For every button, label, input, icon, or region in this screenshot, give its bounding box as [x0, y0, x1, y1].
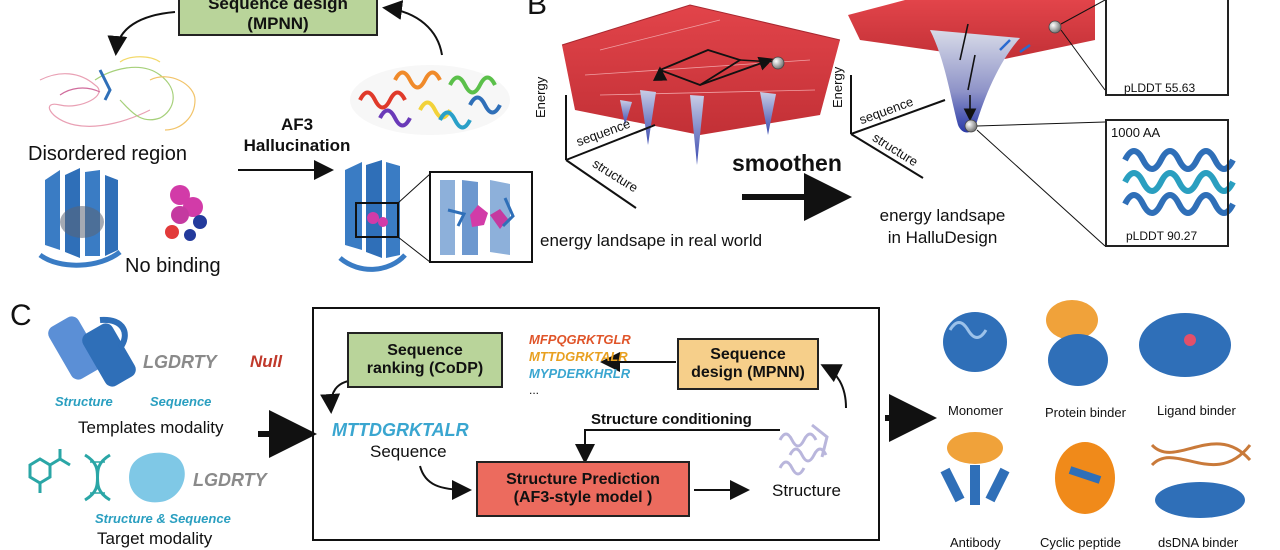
molecule-icon — [28, 449, 71, 493]
hallu-caption-line2: in HalluDesign — [887, 228, 998, 248]
prediction-line1: Structure Prediction — [506, 470, 660, 488]
conditioning-arrow — [575, 429, 780, 464]
monomer-image — [943, 312, 1007, 372]
templates-modality-label: Templates modality — [78, 418, 224, 437]
sequence-caption: Sequence — [150, 394, 212, 409]
sequence-design-box-a: Sequence design (MPNN) — [178, 0, 378, 36]
sequence-to-prediction-arrow — [419, 465, 472, 500]
candidate-sequence-2: MTTDGRKTALR — [529, 349, 628, 364]
structure-sequence-caption: Structure & Sequence — [95, 511, 231, 526]
real-world-caption: energy landsape in real world — [540, 231, 763, 250]
template-sequence: LGDRTY — [143, 352, 217, 372]
hallu-caption: energy landsape in HalluDesign — [860, 205, 1025, 249]
protein-binder-image — [1046, 300, 1108, 386]
no-binding-label: No binding — [125, 255, 221, 277]
design-c-line2: design (MPNN) — [691, 364, 805, 381]
panel-b-letter: B — [527, 0, 548, 21]
hallu-caption-line1: energy landsape — [879, 206, 1006, 225]
structure-to-design-arrow — [820, 364, 847, 409]
designed-protein-image — [350, 65, 510, 135]
selected-sequence: MTTDGRKTALR — [332, 420, 469, 440]
aa-count-label: 1000 AA — [1111, 125, 1161, 140]
structure-label: Structure — [772, 481, 841, 500]
ellipsis: ... — [529, 383, 540, 397]
target-modality-label: Target modality — [97, 529, 213, 548]
pipeline-frame — [312, 307, 880, 541]
cycle-arrow-left — [107, 11, 176, 56]
high-plddt-protein-image — [1122, 148, 1236, 216]
design-c-line1: Sequence — [710, 345, 786, 363]
cycle-arrow-right — [382, 0, 443, 56]
af3-line2: Hallucination — [243, 136, 351, 156]
plddt-high-label: pLDDT 90.27 — [1126, 229, 1198, 243]
template-structure-icon — [48, 316, 136, 387]
structure-caption: Structure — [55, 394, 113, 409]
landscape-axes-1 — [565, 95, 656, 209]
low-plddt-inset — [1105, 0, 1229, 96]
rugged-energy-landscape — [561, 4, 841, 165]
null-label: Null — [250, 352, 283, 371]
ligand-binder-image — [1139, 313, 1231, 377]
target-sequence: LGDRTY — [193, 470, 267, 490]
smooth-energy-landscape — [848, 0, 1106, 247]
output-protein-binder-label: Protein binder — [1045, 405, 1126, 420]
output-antibody-label: Antibody — [950, 535, 1001, 550]
output-dsdna-binder-label: dsDNA binder — [1158, 535, 1239, 550]
output-monomer-label: Monomer — [948, 403, 1003, 418]
sequence-design-box-c: Sequence design (MPNN) — [677, 338, 819, 390]
dna-icon — [84, 453, 111, 502]
candidate-sequence-1: MFPQGRKTGLR — [529, 332, 631, 347]
ligand-molecule-image — [165, 185, 207, 241]
protein-no-binding-image — [38, 168, 122, 268]
disordered-region-label: Disordered region — [28, 143, 187, 165]
protein-bound-image — [338, 160, 431, 272]
binding-site-zoom-image — [429, 171, 533, 263]
candidate-sequence-3: MYPDERKHRLR — [529, 366, 631, 381]
seq-design-a-line1: Sequence design — [208, 0, 348, 14]
af3-line1: AF3 — [280, 115, 314, 134]
disordered-protein-image — [39, 56, 196, 131]
sequence-ranking-box: Sequence ranking (CoDP) — [347, 332, 503, 388]
smoothen-label: smoothen — [732, 150, 842, 176]
predicted-structure-image — [778, 423, 829, 476]
dsdna-binder-image — [1150, 442, 1252, 518]
ranking-line2: ranking (CoDP) — [366, 360, 484, 377]
structure-prediction-box: Structure Prediction (AF3-style model ) — [476, 461, 690, 517]
cyclic-peptide-image — [1055, 442, 1115, 514]
output-ligand-binder-label: Ligand binder — [1157, 403, 1236, 418]
seq-design-a-line2: (MPNN) — [247, 14, 309, 33]
output-cyclic-peptide-label: Cyclic peptide — [1040, 535, 1121, 550]
energy-axis-label-2: Energy — [830, 66, 845, 108]
energy-axis-label-1: Energy — [533, 76, 548, 118]
structure-conditioning-label: Structure conditioning — [591, 411, 752, 428]
high-plddt-inset — [1105, 119, 1229, 247]
panel-c-letter: C — [10, 299, 32, 332]
sequence-label: Sequence — [370, 442, 447, 461]
af3-label: AF3 Hallucination — [242, 114, 352, 157]
antibody-image — [940, 432, 1010, 505]
plddt-low-label: pLDDT 55.63 — [1124, 81, 1196, 95]
landscape-axes-2 — [850, 75, 946, 179]
prediction-line2: (AF3-style model ) — [513, 489, 653, 506]
ranking-line1: Sequence — [387, 341, 463, 359]
protein-blob-icon — [129, 452, 185, 503]
